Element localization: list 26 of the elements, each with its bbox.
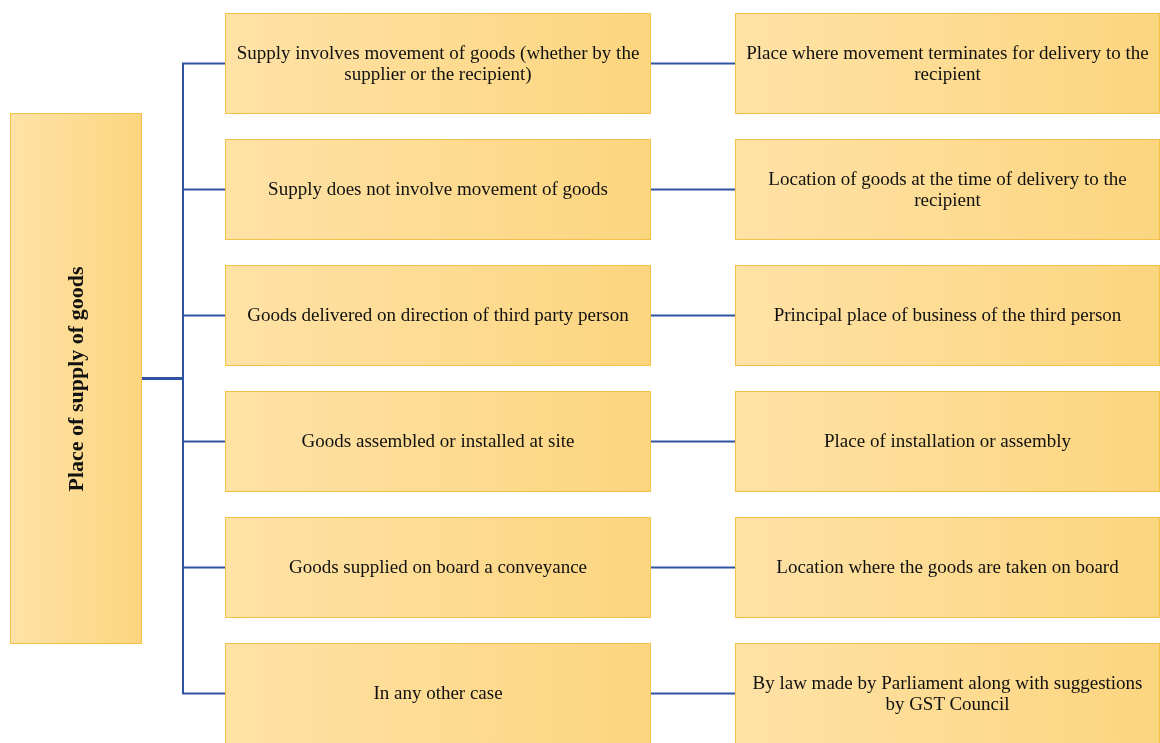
box-text: Goods supplied on board a conveyance (288, 557, 588, 578)
box-text: Location where the goods are taken on board (776, 557, 1119, 578)
box-text: In any other case (373, 683, 503, 704)
category-box (10, 113, 142, 644)
connector-line (650, 440, 736, 443)
condition-box (225, 643, 651, 743)
box-text: Supply does not involve movement of goods (268, 179, 608, 200)
connector-line (650, 692, 736, 695)
condition-box (225, 139, 651, 240)
box-text: Supply involves movement of goods (whether by the supplier or the recipient) (235, 42, 641, 85)
connector-line (650, 566, 736, 569)
condition-box (225, 391, 651, 492)
heading-text: Place of supply of goods (63, 266, 89, 491)
box-text: By law made by Parliament along with suggestions by GST Council (751, 672, 1144, 715)
connector-line (650, 314, 736, 317)
box-text: Goods delivered on direction of third party person (247, 305, 629, 326)
box-text: Location of goods at the time of delivery to the recipient (767, 168, 1128, 211)
condition-box (225, 265, 651, 366)
connector-line (650, 62, 736, 65)
box-text: Goods assembled or installed at site (301, 431, 575, 452)
box-text: Place where movement terminates for delivery to the recipient (745, 42, 1150, 85)
box-text: Principal place of business of the third person (773, 305, 1122, 326)
condition-box (225, 13, 651, 114)
connector-line (650, 188, 736, 191)
condition-box (225, 517, 651, 618)
box-text: Place of installation or assembly (824, 431, 1071, 452)
